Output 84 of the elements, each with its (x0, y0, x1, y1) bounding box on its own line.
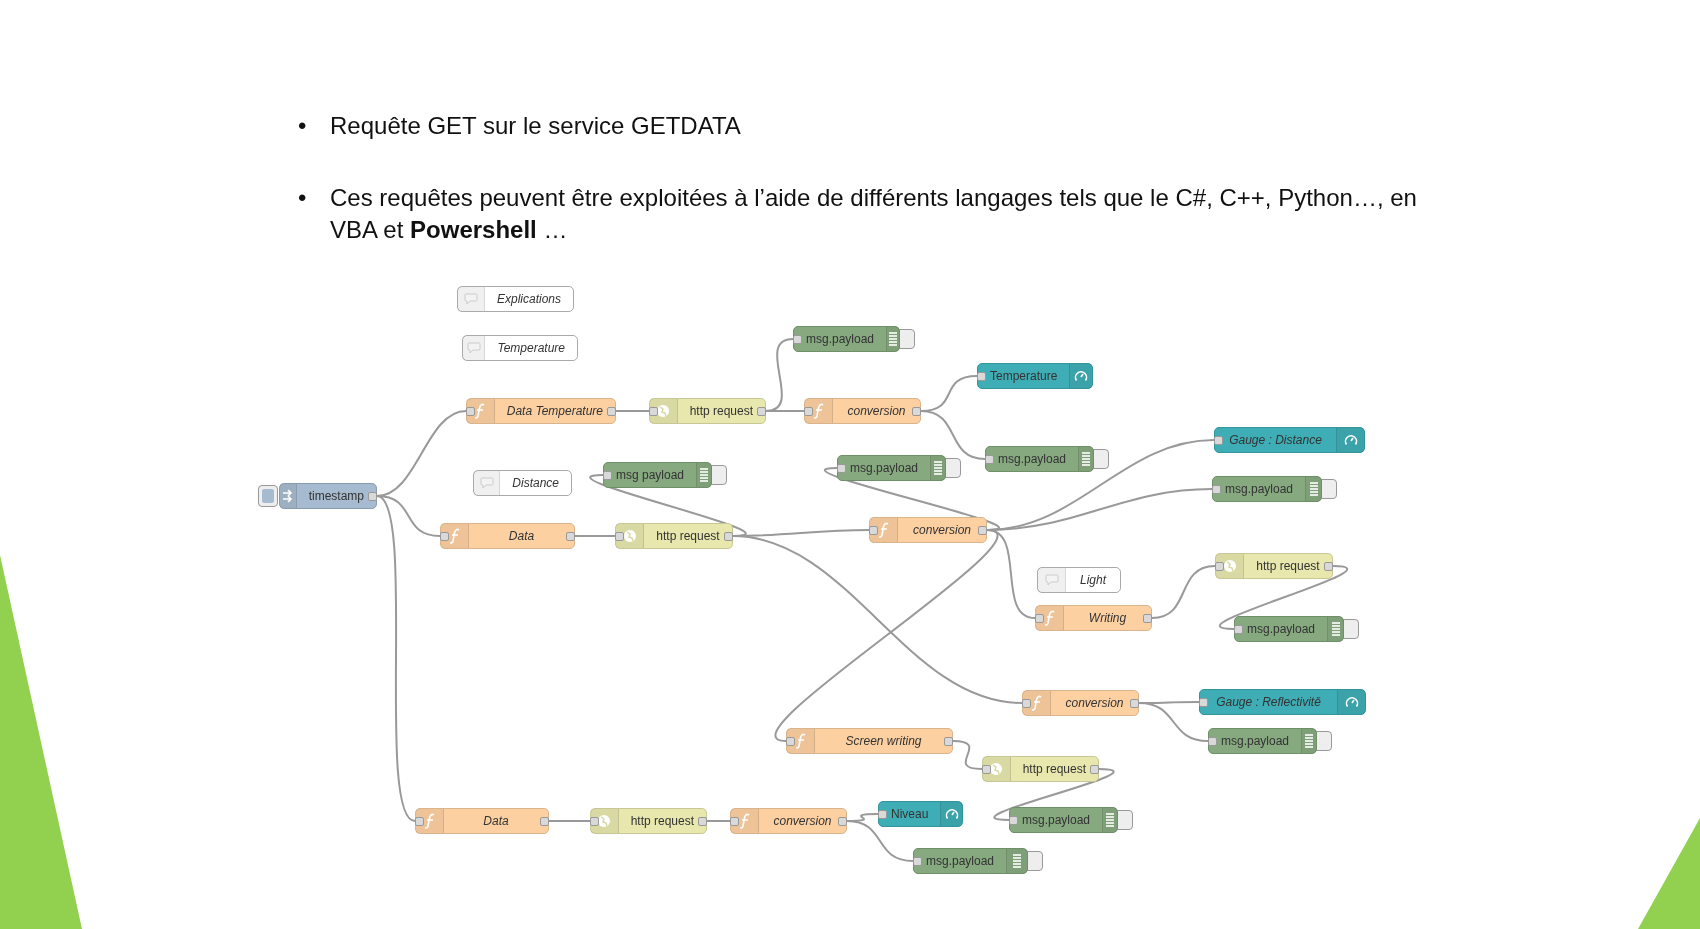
debug-node (1234, 616, 1344, 642)
node-label: msg.payload (806, 331, 875, 348)
http-request-node (1215, 553, 1333, 579)
node-label: conversion (913, 522, 971, 539)
wire (1219, 565, 1348, 630)
wire (590, 474, 746, 537)
wire (993, 768, 1115, 821)
node-label: timestamp (308, 488, 364, 505)
bullet: • (298, 183, 308, 213)
node-label: msg payload (616, 467, 685, 484)
gauge-node (977, 363, 1093, 389)
debug-node (1009, 807, 1118, 833)
debug-node (793, 326, 900, 352)
node-label: http request (656, 528, 720, 545)
wire (774, 529, 999, 742)
debug-node (603, 462, 712, 488)
node-label: http request (689, 403, 753, 420)
http-request-node (590, 808, 707, 834)
gauge-node (1214, 427, 1365, 453)
node-label: Explications (496, 291, 561, 308)
node-label: http request (630, 813, 694, 830)
function-node (786, 728, 953, 754)
wire (376, 495, 416, 822)
wire (846, 820, 914, 862)
node-label: Screen writing (845, 733, 922, 750)
wire (920, 410, 986, 460)
node-label: conversion (847, 403, 906, 420)
inject-node (279, 483, 377, 509)
node-label: Temperature (497, 340, 565, 357)
http-request-node (649, 398, 766, 424)
bullet-text: Requête GET sur le service GETDATA (330, 111, 741, 141)
function-node (869, 517, 987, 543)
debug-node (837, 455, 946, 481)
node-label: Niveau (891, 806, 929, 823)
wire (1151, 565, 1216, 619)
node-label: msg.payload (1022, 812, 1091, 829)
comment-node (457, 286, 574, 312)
node-label: Gauge : Reflectivitě (1216, 694, 1321, 711)
node-label: Writing (1088, 610, 1127, 627)
comment-node (1037, 567, 1121, 593)
node-label: msg.payload (998, 451, 1067, 468)
node-label: Temperature (990, 368, 1058, 385)
wire (824, 467, 1000, 531)
function-node (440, 523, 575, 549)
node-label: Data (483, 813, 509, 830)
node-label: Data Temperature (506, 403, 603, 420)
debug-node (985, 446, 1094, 472)
node-label: http request (1022, 761, 1086, 778)
comment-node (473, 470, 572, 496)
http-request-node (982, 756, 1099, 782)
wire (615, 410, 650, 412)
wire (574, 535, 616, 537)
node-label: conversion (1065, 695, 1124, 712)
gauge-node (878, 801, 963, 827)
comment-node (462, 335, 578, 361)
node-label: Distance (512, 475, 559, 492)
wire (952, 740, 983, 770)
wire (732, 535, 1023, 704)
node-label: msg.payload (1221, 733, 1290, 750)
node-label: msg.payload (850, 460, 919, 477)
node-label: msg.payload (1225, 481, 1294, 498)
function-node (1035, 605, 1152, 631)
bullet-text: Ces requêtes peuvent être exploitées à l’aide de différents langages tels que le C#, C++, Python…, en VBA et Powershell … (330, 183, 1418, 245)
node-label: msg.payload (1247, 621, 1316, 638)
node-label: Data (508, 528, 535, 545)
bullet: • (298, 111, 308, 141)
debug-node (1212, 476, 1322, 502)
node-label: Light (1080, 572, 1106, 589)
function-node (804, 398, 921, 424)
wire (706, 820, 731, 822)
http-request-node (615, 523, 733, 549)
debug-node (1208, 728, 1317, 754)
node-label: msg.payload (926, 853, 995, 870)
wire (548, 820, 591, 822)
node-label: http request (1256, 558, 1320, 575)
node-label: conversion (773, 813, 832, 830)
wire (1138, 702, 1209, 742)
function-node (1022, 690, 1139, 716)
function-node (466, 398, 616, 424)
gauge-node (1199, 689, 1366, 715)
function-node (415, 808, 549, 834)
debug-node (913, 848, 1028, 874)
function-node (730, 808, 847, 834)
node-label: Gauge : Distance (1229, 432, 1322, 449)
